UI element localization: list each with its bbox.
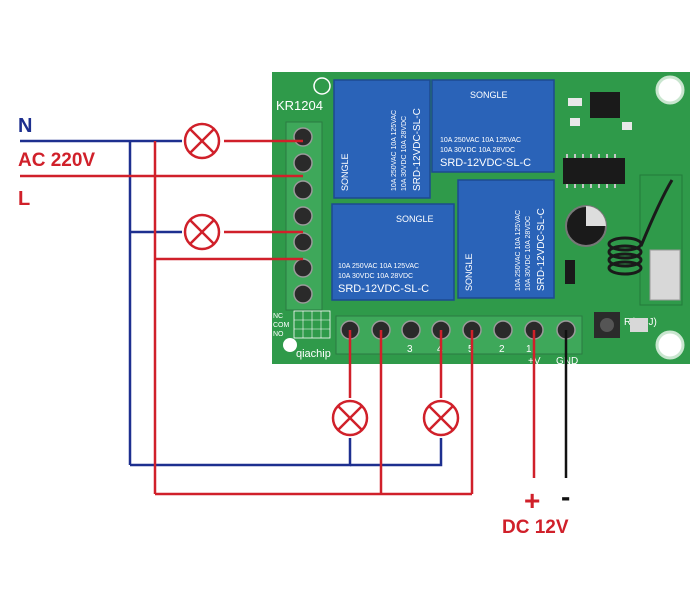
terminal-screw [493,320,513,340]
live-wires [20,139,536,496]
lamp-icon [331,399,369,437]
ic-chip-top [590,92,620,118]
svg-text:SRD-12VDC-SL-C: SRD-12VDC-SL-C [440,157,531,169]
lamp-icon [422,399,460,437]
svg-text:SRD-12VDC-SL-C: SRD-12VDC-SL-C [338,283,429,295]
diode [565,260,575,284]
terminal-screw [293,153,313,173]
svg-text:10A 250VAC 10A 125VAC: 10A 250VAC 10A 125VAC [440,137,521,144]
mount-hole-bottom-right [655,330,685,360]
terminal-block-bottom: 3 4 5 2 1 +V GND [335,315,583,367]
dc-minus-label: - [561,481,570,512]
timer-icon [313,77,331,95]
dc-voltage-label: DC 12V [502,517,569,538]
svg-text:10A 250VAC 10A 125VAC: 10A 250VAC 10A 125VAC [338,263,419,270]
board-model-label: KR1204 [276,98,323,113]
trim-pot [630,318,648,332]
terminal-label: 3 [407,344,413,355]
svg-text:10A 30VDC 10A 28VDC: 10A 30VDC 10A 28VDC [401,116,408,191]
lamp-icon [183,122,221,160]
svg-text:SONGLE: SONGLE [340,153,350,191]
svg-text:SRD-12VDC-SL-C: SRD-12VDC-SL-C [536,208,547,291]
terminal-block-left [285,121,323,311]
svg-text:SONGLE: SONGLE [396,214,434,224]
neutral-label: N [18,115,32,137]
rf-crystal [649,249,681,301]
mount-hole-bottom-left [283,338,297,352]
smd-part-2 [570,118,580,126]
relay-3: SONGLE 10A 250VAC 10A 125VAC 10A 30VDC 1… [331,203,455,301]
svg-text:SRD-12VDC-SL-C: SRD-12VDC-SL-C [412,108,423,191]
svg-text:10A 30VDC 10A 28VDC: 10A 30VDC 10A 28VDC [525,216,532,291]
table-row-no: NO [273,331,284,338]
terminal-screw [401,320,421,340]
svg-text:SONGLE: SONGLE [464,253,474,291]
table-row-nc: NC [273,313,283,320]
terminal-screw [293,206,313,226]
relay-2: SONGLE 10A 250VAC 10A 125VAC 10A 30VDC 1… [431,79,555,173]
relay-4: SONGLE 10A 250VAC 10A 125VAC 10A 30VDC 1… [457,179,555,299]
svg-text:10A 250VAC 10A 125VAC: 10A 250VAC 10A 125VAC [515,210,522,291]
smd-part-1 [568,98,582,106]
ic-chip-middle [563,158,625,184]
svg-text:SONGLE: SONGLE [470,90,508,100]
mode-table: NC COM NO [273,310,331,339]
terminal-screw [293,127,313,147]
svg-text:10A 30VDC 10A 28VDC: 10A 30VDC 10A 28VDC [440,147,515,154]
lamp-icon [183,213,221,251]
terminal-screw [293,258,313,278]
terminal-screw [293,180,313,200]
terminal-screw [293,232,313,252]
terminal-label: 1 [526,344,532,355]
board-brand-label: qiachip [296,348,331,360]
terminal-label: 2 [499,344,505,355]
smd-part-3 [622,122,632,130]
live-label: L [18,188,30,210]
svg-text:10A 30VDC 10A 28VDC: 10A 30VDC 10A 28VDC [338,273,413,280]
relay-1: SONGLE 10A 250VAC 10A 125VAC 10A 30VDC 1… [333,79,431,199]
dc-plus-label: + [524,485,540,516]
svg-text:10A 250VAC 10A 125VAC: 10A 250VAC 10A 125VAC [391,110,398,191]
table-row-com: COM [273,322,290,329]
ac-voltage-label: AC 220V [18,150,95,171]
terminal-screw [293,284,313,304]
mount-hole-top-right [655,75,685,105]
antenna-coil [607,179,674,276]
